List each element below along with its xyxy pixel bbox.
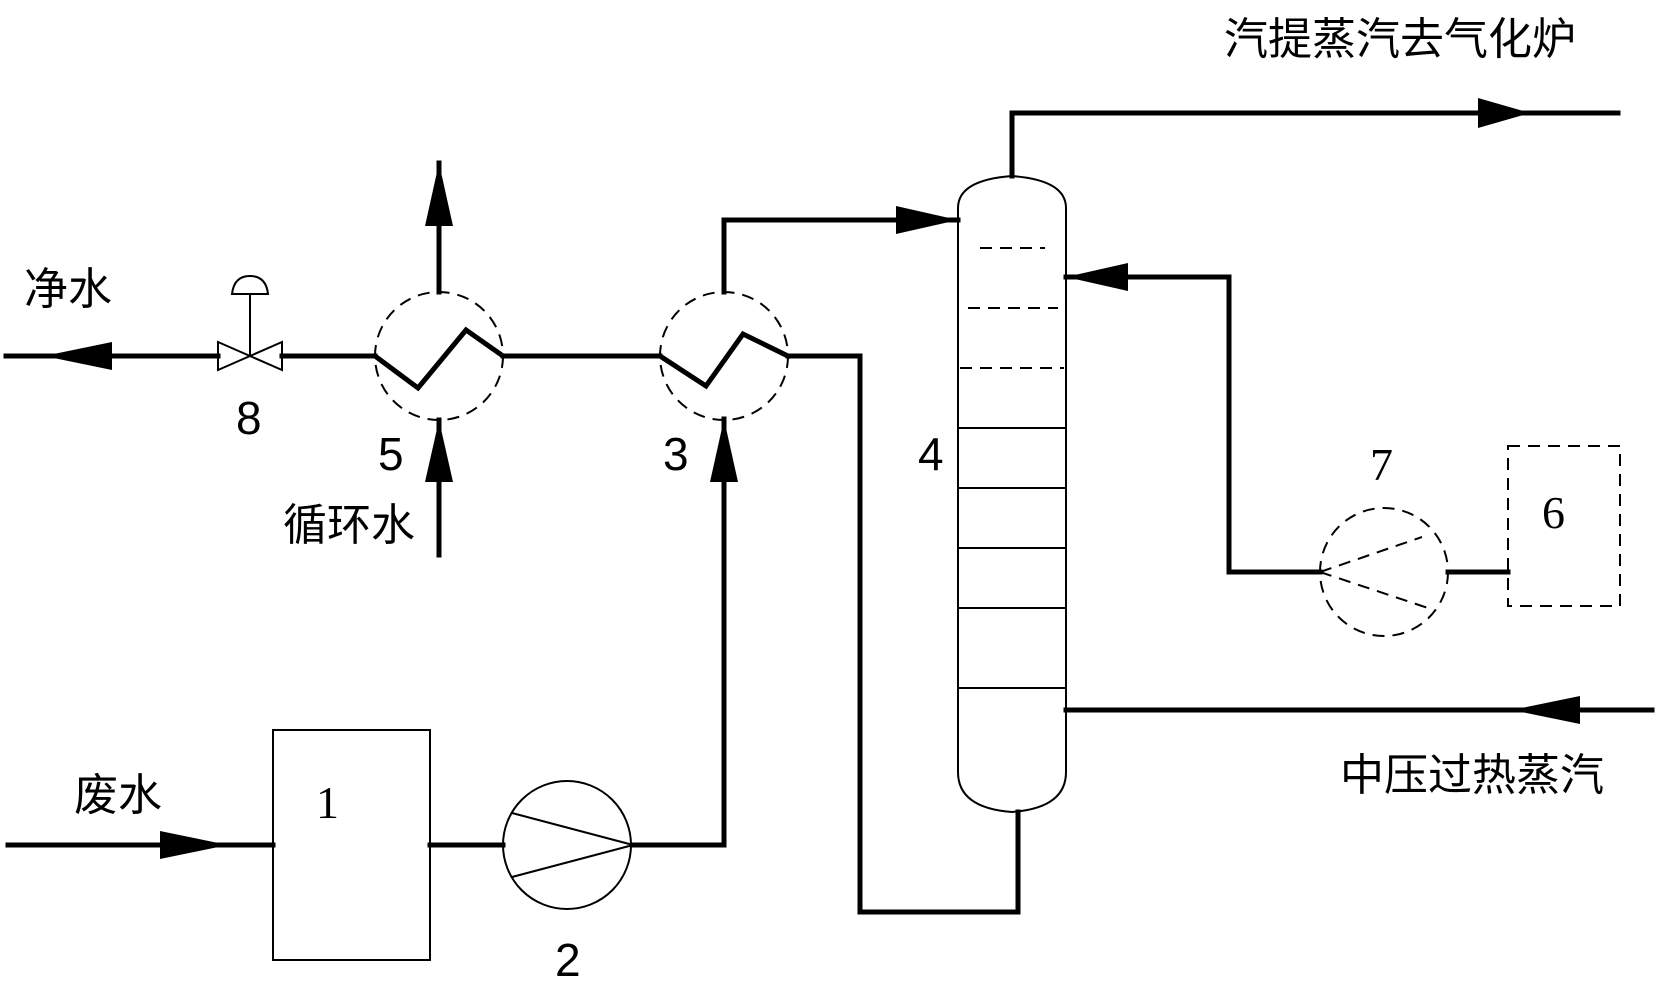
label-equipment-3: 3 xyxy=(663,428,689,480)
arrow-up-icon xyxy=(710,419,738,482)
heat-exchanger-3 xyxy=(656,291,792,421)
label-mp-superheated-steam: 中压过热蒸汽 xyxy=(1340,750,1604,801)
ejector-to-column-line xyxy=(1063,274,1323,575)
label-equipment-6: 6 xyxy=(1542,487,1565,538)
arrow-right-icon xyxy=(160,831,228,859)
ejector-7 xyxy=(1319,507,1449,637)
arrow-left-icon xyxy=(1066,263,1128,291)
label-equipment-5: 5 xyxy=(378,428,404,480)
feed-to-column-line xyxy=(721,217,961,295)
label-clean-water: 净水 xyxy=(24,264,112,315)
feed-pump xyxy=(502,780,634,910)
overhead-steam-line xyxy=(1009,110,1621,179)
arrow-left-icon xyxy=(44,342,112,370)
label-equipment-8: 8 xyxy=(236,392,262,444)
arrow-up-icon xyxy=(425,163,453,226)
cooler-5 xyxy=(371,291,507,421)
column-bottoms-line xyxy=(785,353,1021,915)
stripping-column xyxy=(957,174,1067,814)
control-valve xyxy=(217,274,283,372)
waste-water-tank xyxy=(272,729,431,961)
label-wastewater: 废水 xyxy=(74,770,162,821)
label-stripping-steam: 汽提蒸汽去气化炉 xyxy=(1224,14,1576,65)
label-circulating-water: 循环水 xyxy=(283,500,415,551)
arrow-right-icon xyxy=(1478,98,1530,128)
label-equipment-4: 4 xyxy=(918,428,944,480)
label-equipment-7: 7 xyxy=(1370,439,1393,490)
arrow-left-icon xyxy=(1512,696,1580,724)
arrow-up-icon xyxy=(425,420,453,482)
label-equipment-2: 2 xyxy=(555,934,581,986)
pipe-pump-to-exchanger-3 xyxy=(630,416,727,848)
arrow-right-icon xyxy=(896,206,958,234)
unit-6-box xyxy=(1507,445,1621,607)
label-equipment-1: 1 xyxy=(316,777,339,828)
